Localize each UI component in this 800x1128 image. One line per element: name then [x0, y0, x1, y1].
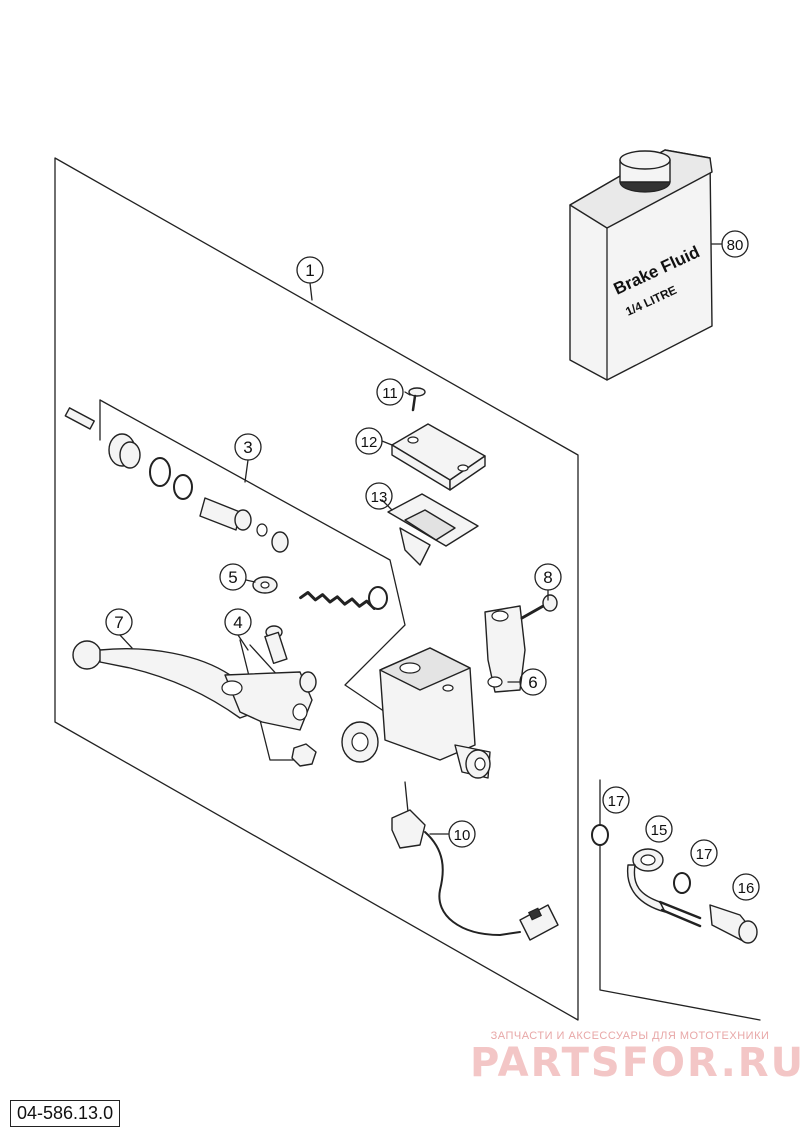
clamp-bracket [484, 605, 526, 693]
callout-12: 12 [355, 427, 383, 455]
screw-part [520, 594, 558, 620]
svg-text:17: 17 [696, 846, 713, 863]
callout-5: 5 [219, 563, 247, 591]
svg-text:6: 6 [528, 673, 537, 692]
callout-3: 3 [234, 433, 262, 461]
callout-4: 4 [224, 608, 252, 636]
callout-1: 1 [296, 256, 324, 284]
svg-text:13: 13 [371, 489, 388, 506]
spring-part [299, 586, 388, 610]
svg-text:15: 15 [651, 822, 668, 839]
banjo-bolt [709, 904, 758, 944]
reservoir-diaphragm [387, 493, 479, 566]
svg-text:17: 17 [608, 793, 625, 810]
callout-16: 16 [732, 873, 760, 901]
pin-part [64, 407, 95, 430]
brake-fluid-bottle: Brake Fluid 1/4 LITRE [569, 149, 713, 381]
svg-text:10: 10 [454, 827, 471, 844]
seal-washer-upper [591, 824, 609, 846]
seal-washer-lower [673, 872, 691, 894]
piston-seals [108, 433, 289, 553]
watermark-tagline: ЗАПЧАСТИ И АКСЕССУАРЫ ДЛЯ МОТОТЕХНИКИ [490, 1030, 770, 1042]
watermark-brand: PARTSFOR.RU [470, 1040, 800, 1086]
lever-bolt [264, 625, 317, 767]
svg-text:4: 4 [233, 613, 242, 632]
assembly-frame [54, 157, 579, 1021]
watermark: ЗАПЧАСТИ И АКСЕССУАРЫ ДЛЯ МОТОТЕХНИКИ PA… [470, 1030, 800, 1086]
svg-text:12: 12 [361, 434, 378, 451]
brake-lever [72, 640, 317, 731]
callout-7: 7 [105, 608, 133, 636]
master-cylinder-body [341, 647, 491, 779]
brake-light-switch [391, 781, 559, 941]
svg-text:80: 80 [727, 237, 744, 254]
callout-10: 10 [448, 820, 476, 848]
leader-lines [119, 243, 723, 835]
banjo-fitting [626, 848, 702, 928]
svg-text:8: 8 [543, 568, 552, 587]
callout-13: 13 [365, 482, 393, 510]
reservoir-cover [391, 423, 486, 491]
piston-kit-frame [99, 399, 406, 723]
diagram-code: 04-586.13.0 [10, 1100, 121, 1127]
svg-text:11: 11 [382, 385, 398, 402]
callout-11: 11 [376, 378, 404, 406]
callout-17-upper: 17 [602, 786, 630, 814]
svg-text:7: 7 [114, 613, 123, 632]
callout-6: 6 [519, 668, 547, 696]
callout-17-lower: 17 [690, 839, 718, 867]
cover-screw [408, 387, 426, 412]
callout-80: 80 [721, 230, 749, 258]
svg-text:1: 1 [305, 261, 314, 280]
svg-text:3: 3 [243, 438, 252, 457]
callout-8: 8 [534, 563, 562, 591]
callout-15: 15 [645, 815, 673, 843]
banjo-kit-frame [599, 779, 761, 1021]
svg-text:16: 16 [738, 880, 755, 897]
svg-text:5: 5 [228, 568, 237, 587]
